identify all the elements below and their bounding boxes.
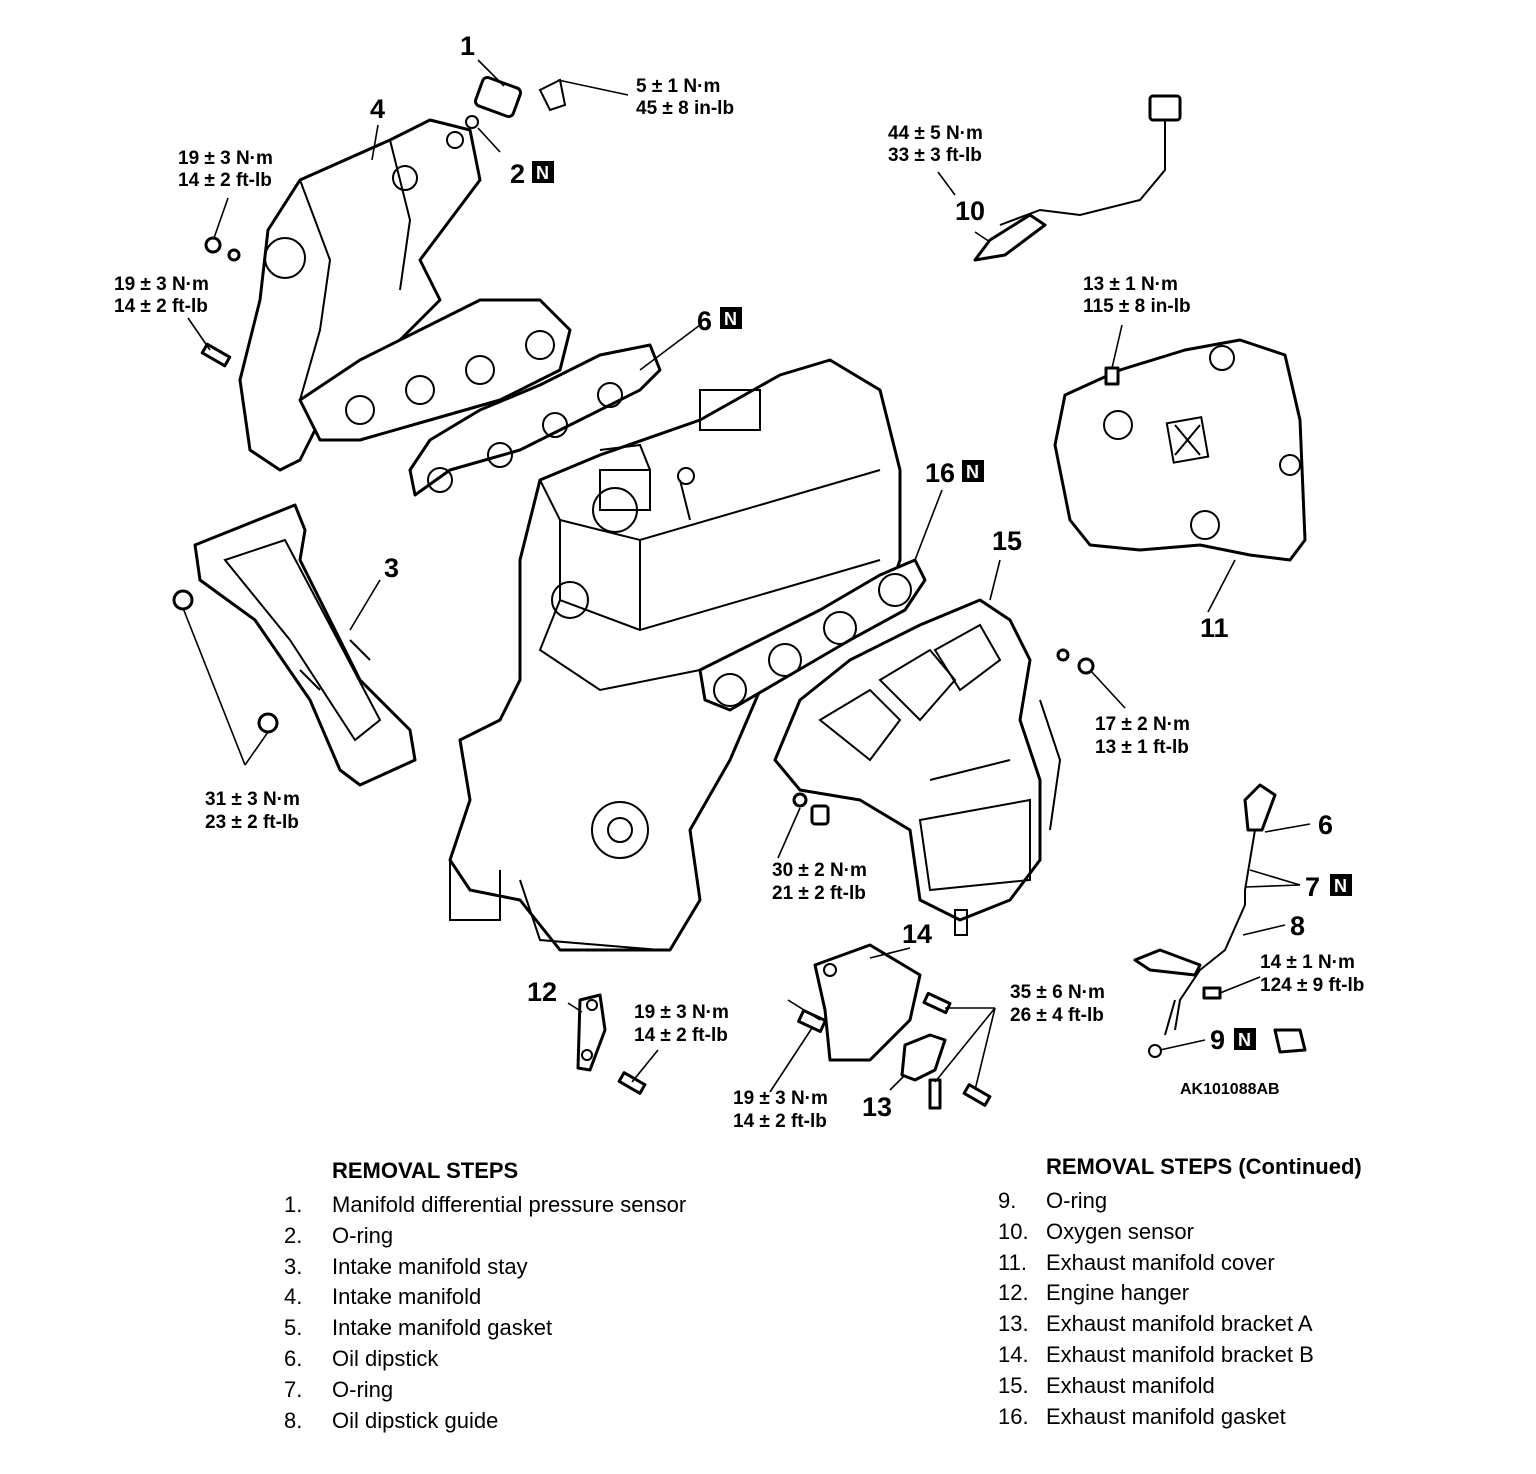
torque-7-imperial: 13 ± 1 ft-lb: [1095, 737, 1189, 758]
callout-2: 2: [510, 159, 525, 189]
leader-lines: [182, 59, 1311, 1093]
list-item: 11.Exhaust manifold cover: [998, 1249, 1275, 1275]
callout-6-dipstick: 6: [1318, 810, 1333, 840]
list-item: 3.Intake manifold stay: [284, 1253, 528, 1279]
torque-specs: 5 ± 1 N·m 45 ± 8 in-lb 19 ± 3 N·m 14 ± 2…: [114, 76, 1364, 1132]
diagram-reference-code: AK101088AB: [1180, 1081, 1280, 1098]
svg-text:N: N: [724, 309, 737, 329]
svg-text:N: N: [1238, 1030, 1251, 1050]
intake-manifold-gasket-illustration: [408, 343, 662, 497]
exhaust-manifold-gasket-illustration: [698, 558, 927, 712]
removal-steps-heading: REMOVAL STEPS: [332, 1158, 519, 1183]
removal-steps-continued-list: REMOVAL STEPS (Continued) 9.O-ring 10.Ox…: [998, 1154, 1362, 1432]
new-part-mark-9: N: [1234, 1028, 1256, 1050]
list-item: 10.Oxygen sensor: [998, 1218, 1194, 1244]
intake-manifold-illustration: [238, 75, 572, 472]
callout-11: 11: [1200, 613, 1229, 643]
callout-10: 10: [955, 196, 985, 226]
torque-12-imperial: 14 ± 2 ft-lb: [733, 1111, 827, 1132]
callout-12: 12: [527, 977, 557, 1007]
new-part-mark-6: N: [720, 307, 742, 329]
removal-steps-list: REMOVAL STEPS 1.Manifold differential pr…: [284, 1158, 686, 1436]
torque-4-metric: 44 ± 5 N·m: [888, 123, 983, 144]
new-part-mark-7: N: [1330, 874, 1352, 896]
callout-1: 1: [460, 31, 475, 61]
torque-5-metric: 13 ± 1 N·m: [1083, 274, 1178, 295]
callout-9: 9: [1210, 1025, 1225, 1055]
engine-block-illustration: [448, 358, 902, 952]
intake-manifold-stay-illustration: [193, 503, 417, 787]
list-item: 5.Intake manifold gasket: [284, 1315, 553, 1341]
exhaust-manifold-bracket-a-illustration: [900, 1033, 947, 1082]
callout-16: 16: [925, 458, 955, 488]
torque-6-metric: 31 ± 3 N·m: [205, 789, 300, 810]
torque-1-metric: 5 ± 1 N·m: [636, 76, 720, 97]
engine-hanger-illustration: [576, 993, 607, 1072]
torque-10-imperial: 26 ± 4 ft-lb: [1010, 1005, 1104, 1026]
torque-7-metric: 17 ± 2 N·m: [1095, 714, 1190, 735]
list-item: 8.Oil dipstick guide: [284, 1407, 499, 1433]
torque-9-imperial: 124 ± 9 ft-lb: [1260, 975, 1364, 996]
callout-4: 4: [370, 94, 385, 124]
exhaust-manifold-bracket-b-illustration: [813, 943, 922, 1062]
list-item: 15.Exhaust manifold: [998, 1372, 1215, 1398]
oxygen-sensor-illustration: [973, 94, 1182, 262]
fasteners: [172, 236, 1222, 1110]
torque-12-metric: 19 ± 3 N·m: [733, 1088, 828, 1109]
new-part-mark-16: N: [962, 460, 984, 482]
svg-text:N: N: [966, 462, 979, 482]
torque-4-imperial: 33 ± 3 ft-lb: [888, 145, 982, 166]
torque-1-imperial: 45 ± 8 in-lb: [636, 98, 734, 119]
list-item: 1.Manifold differential pressure sensor: [284, 1192, 687, 1217]
callout-15: 15: [992, 526, 1022, 556]
torque-9-metric: 14 ± 1 N·m: [1260, 952, 1355, 973]
callout-6-gasket: 6: [697, 306, 712, 336]
torque-6-imperial: 23 ± 2 ft-lb: [205, 812, 299, 833]
svg-text:N: N: [536, 163, 549, 183]
torque-11-metric: 19 ± 3 N·m: [634, 1002, 729, 1023]
list-item: 7.O-ring: [284, 1376, 394, 1402]
torque-2-imperial: 14 ± 2 ft-lb: [178, 170, 272, 191]
list-item: 4.Intake manifold: [284, 1284, 482, 1310]
svg-text:N: N: [1334, 876, 1347, 896]
torque-5-imperial: 115 ± 8 in-lb: [1083, 296, 1191, 317]
torque-3-metric: 19 ± 3 N·m: [114, 274, 209, 295]
exhaust-manifold-illustration: [773, 598, 1062, 936]
callout-labels: 1 2 N 3 4 6 N 6 7 N 8 9 N 10 11 12 13 14…: [370, 31, 1352, 1122]
callout-3: 3: [384, 553, 399, 583]
torque-2-metric: 19 ± 3 N·m: [178, 148, 273, 169]
callout-13: 13: [862, 1092, 892, 1122]
callout-8: 8: [1290, 911, 1305, 941]
list-item: 9.O-ring: [998, 1188, 1108, 1213]
new-part-mark-2: N: [532, 161, 554, 183]
removal-steps-continued-heading: REMOVAL STEPS (Continued): [1046, 1154, 1362, 1179]
callout-7: 7: [1305, 872, 1320, 902]
exploded-parts-diagram: 1 2 N 3 4 6 N 6 7 N 8 9 N 10 11 12 13 14…: [114, 31, 1364, 1132]
torque-11-imperial: 14 ± 2 ft-lb: [634, 1025, 728, 1046]
list-item: 12.Engine hanger: [998, 1280, 1190, 1306]
list-item: 13.Exhaust manifold bracket A: [998, 1311, 1313, 1337]
list-item: 2.O-ring: [284, 1222, 394, 1248]
list-item: 14.Exhaust manifold bracket B: [998, 1341, 1314, 1367]
torque-8-imperial: 21 ± 2 ft-lb: [772, 883, 866, 904]
list-item: 6.Oil dipstick: [284, 1345, 439, 1371]
torque-3-imperial: 14 ± 2 ft-lb: [114, 296, 208, 317]
list-item: 16.Exhaust manifold gasket: [998, 1403, 1286, 1429]
callout-14: 14: [902, 919, 932, 949]
torque-10-metric: 35 ± 6 N·m: [1010, 982, 1105, 1003]
oil-dipstick-illustration: [1133, 783, 1307, 1058]
torque-8-metric: 30 ± 2 N·m: [772, 860, 867, 881]
exhaust-manifold-cover-illustration: [1053, 338, 1307, 562]
